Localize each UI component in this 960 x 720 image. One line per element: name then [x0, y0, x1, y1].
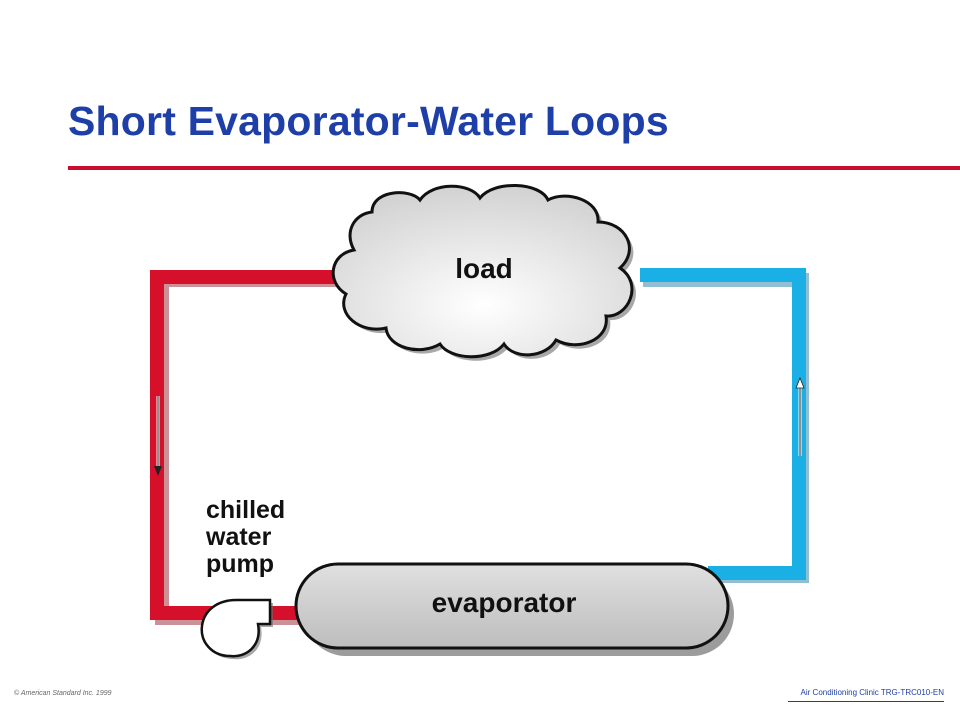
- pump-label-line-2: water: [205, 523, 272, 551]
- cloud-icon: [331, 184, 636, 361]
- return-pipe: [640, 268, 809, 583]
- load-label: load: [455, 253, 513, 284]
- slide-title: Short Evaporator-Water Loops: [68, 98, 669, 144]
- pump-label-line-3: pump: [206, 550, 274, 578]
- course-reference: Air Conditioning Clinic TRG-TRC010-EN: [788, 688, 944, 702]
- title-divider: [68, 166, 960, 170]
- flow-arrow-up-icon: [795, 376, 805, 456]
- evaporator-label: evaporator: [432, 587, 577, 618]
- copyright-notice: © American Standard Inc. 1999: [14, 690, 112, 697]
- pump-icon: [200, 598, 273, 660]
- evaporator: [294, 562, 734, 656]
- pump-label-line-1: chilled: [206, 496, 285, 524]
- flow-arrow-down-icon: [154, 396, 162, 476]
